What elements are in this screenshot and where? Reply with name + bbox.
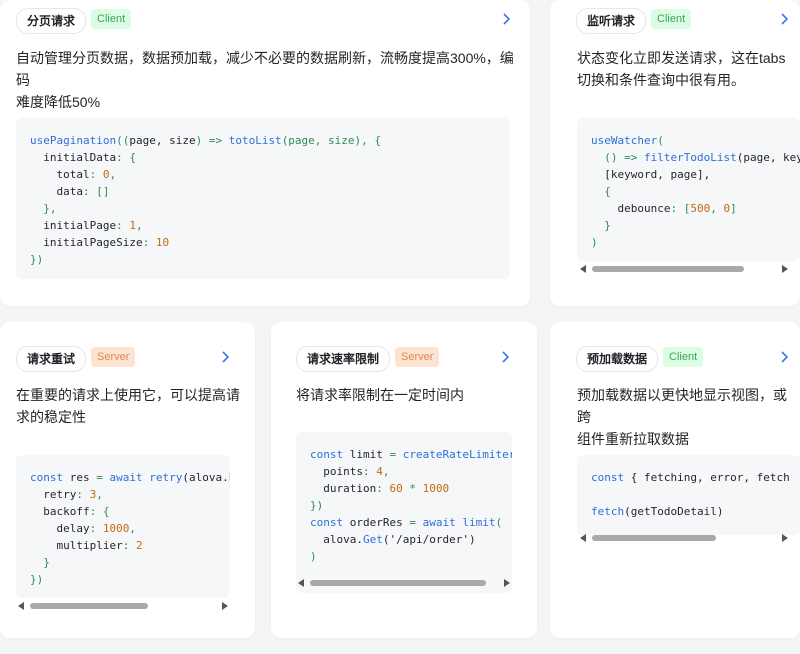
scroll-right-arrow-icon[interactable] <box>504 579 510 587</box>
scroll-left-arrow-icon[interactable] <box>298 579 304 587</box>
chevron-right-icon[interactable] <box>776 11 792 27</box>
card-header: 监听请求 Client <box>550 0 800 40</box>
feature-card-preload: 预加载数据 Client 预加载数据以更快地显示视图，或跨 组件重新拉取数据 c… <box>550 322 800 638</box>
horizontal-scrollbar[interactable] <box>296 578 512 588</box>
card-description: 预加载数据以更快地显示视图，或跨 组件重新拉取数据 <box>577 387 787 447</box>
scrollbar-thumb[interactable] <box>592 266 744 272</box>
card-description: 在重要的请求上使用它，可以提高请 求的稳定性 <box>16 387 240 425</box>
code-content: const { fetching, error, fetch fetch(get… <box>591 471 790 518</box>
scrollbar-thumb[interactable] <box>30 603 148 609</box>
card-description: 自动管理分页数据，数据预加载，减少不必要的数据刷新，流畅度提高300%，编码 难… <box>16 50 514 110</box>
feature-card-retry: 请求重试 Server 在重要的请求上使用它，可以提高请 求的稳定性 const… <box>0 322 255 638</box>
client-tag: Client <box>663 347 704 367</box>
scrollbar-thumb[interactable] <box>592 535 716 541</box>
chevron-right-icon[interactable] <box>217 349 233 365</box>
card-header: 请求速率限制 Server <box>271 338 537 378</box>
client-tag: Client <box>91 9 132 29</box>
card-description: 将请求率限制在一定时间内 <box>296 387 464 403</box>
server-tag: Server <box>91 347 136 367</box>
scrollbar-thumb[interactable] <box>310 580 486 586</box>
code-block: usePagination((page, size) => totoList(p… <box>16 118 510 279</box>
feature-card-watcher: 监听请求 Client 状态变化立即发送请求，这在tabs 切换和条件查询中很有… <box>550 0 800 306</box>
code-block: const { fetching, error, fetch fetch(get… <box>577 455 800 535</box>
card-header: 预加载数据 Client <box>550 338 800 378</box>
code-block: useWatcher( () => filterTodoList(page, k… <box>577 118 800 261</box>
card-title: 监听请求 <box>576 8 647 34</box>
scroll-right-arrow-icon[interactable] <box>782 534 788 542</box>
scroll-left-arrow-icon[interactable] <box>580 265 586 273</box>
feature-card-pagination: 分页请求 Client 自动管理分页数据，数据预加载，减少不必要的数据刷新，流畅… <box>0 0 530 306</box>
card-header: 请求重试 Server <box>0 338 255 378</box>
chevron-right-icon[interactable] <box>498 11 514 27</box>
scroll-right-arrow-icon[interactable] <box>782 265 788 273</box>
code-block: const limit = createRateLimiter points: … <box>296 432 512 593</box>
card-header: 分页请求 Client <box>0 0 530 40</box>
horizontal-scrollbar[interactable] <box>578 264 790 274</box>
code-content: usePagination((page, size) => totoList(p… <box>30 134 382 266</box>
feature-card-rate-limit: 请求速率限制 Server 将请求率限制在一定时间内 const limit =… <box>271 322 537 638</box>
chevron-right-icon[interactable] <box>776 349 792 365</box>
code-content: useWatcher( () => filterTodoList(page, k… <box>591 134 800 249</box>
chevron-right-icon[interactable] <box>497 349 513 365</box>
card-title: 请求速率限制 <box>296 346 391 372</box>
scroll-left-arrow-icon[interactable] <box>580 534 586 542</box>
scroll-right-arrow-icon[interactable] <box>222 602 228 610</box>
horizontal-scrollbar[interactable] <box>578 533 790 543</box>
code-content: const limit = createRateLimiter points: … <box>310 448 512 563</box>
card-title: 分页请求 <box>16 8 87 34</box>
code-block: const res = await retry(alova.Po retry: … <box>16 455 230 598</box>
scroll-left-arrow-icon[interactable] <box>18 602 24 610</box>
client-tag: Client <box>651 9 692 29</box>
card-title: 预加载数据 <box>576 346 659 372</box>
code-content: const res = await retry(alova.Po retry: … <box>30 471 230 586</box>
horizontal-scrollbar[interactable] <box>16 601 230 611</box>
card-description: 状态变化立即发送请求，这在tabs 切换和条件查询中很有用。 <box>577 50 786 88</box>
server-tag: Server <box>395 347 440 367</box>
card-title: 请求重试 <box>16 346 87 372</box>
